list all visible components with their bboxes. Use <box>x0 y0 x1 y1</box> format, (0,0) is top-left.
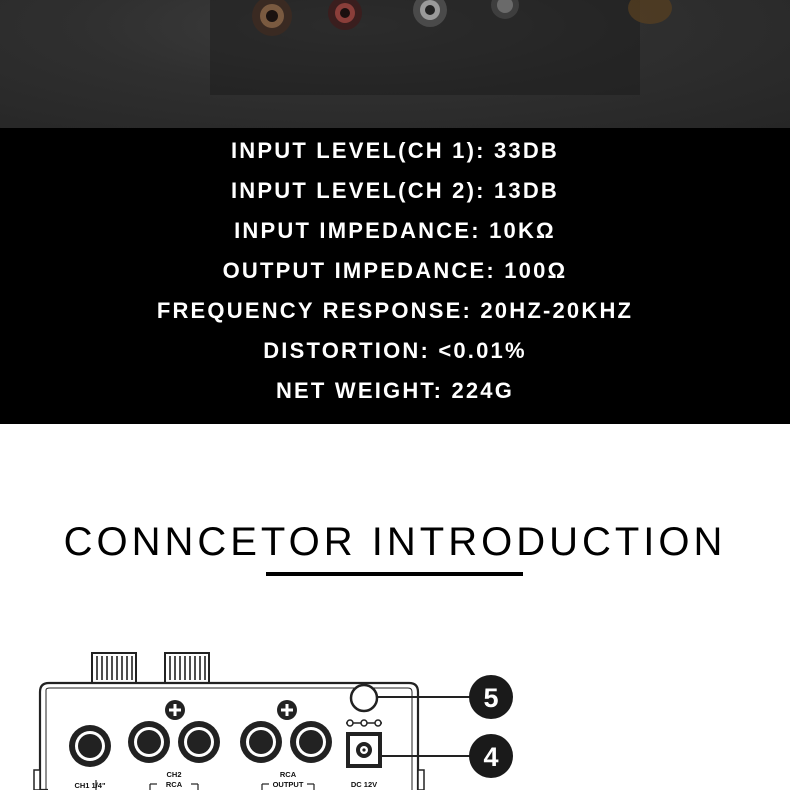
knob-left <box>91 652 137 684</box>
callout-badge-5: 5 <box>469 675 513 719</box>
callout-number: 4 <box>483 742 498 772</box>
jack-photo-2 <box>328 0 362 30</box>
spec-frequency-response: FREQUENCY RESPONSE: 20HZ-20KHZ <box>156 298 634 323</box>
knob-right <box>164 652 210 684</box>
spec-input-level-ch2: INPUT LEVEL(CH 2): 13DB <box>230 178 560 203</box>
device-body-outline <box>38 681 420 792</box>
power-led-icon <box>349 683 379 713</box>
jack-photo-4 <box>491 0 519 19</box>
dc-jack-icon <box>346 719 382 768</box>
section-title: CONNCETOR INTRODUCTION <box>63 520 727 564</box>
spec-distortion: DISTORTION: <0.01% <box>263 338 527 363</box>
callout-number: 5 <box>483 683 498 713</box>
spec-input-level-ch1: INPUT LEVEL(CH 1): 33DB <box>230 138 560 163</box>
title-underline <box>266 572 523 576</box>
device-rear-photo <box>210 0 672 95</box>
rca-output-jack-right-icon <box>290 721 332 763</box>
callout-badge-4: 4 <box>469 734 513 778</box>
ch1-jack-icon <box>69 725 111 767</box>
ch2-rca-label: RCA <box>166 780 183 789</box>
jack-photo-1 <box>252 0 292 36</box>
screw-icon <box>277 700 297 720</box>
ch1-label: CH1 1/4" <box>74 781 106 790</box>
jack-photo-3 <box>413 0 447 27</box>
spec-net-weight: NET WEIGHT: 224G <box>275 378 515 403</box>
screw-icon <box>165 700 185 720</box>
spec-output-impedance: OUTPUT IMPEDANCE: 100Ω <box>222 258 568 283</box>
product-photo <box>0 0 790 128</box>
connector-diagram-drawing: CH1 1/4" CH2 RCA RCA OUTPUT DC 12V 5 4 <box>33 652 513 792</box>
output-label: OUTPUT <box>273 780 304 789</box>
specs-panel: INPUT LEVEL(CH 1): 33DB INPUT LEVEL(CH 2… <box>0 128 790 424</box>
rca-output-jack-left-icon <box>240 721 282 763</box>
ch2-label: CH2 <box>166 770 181 779</box>
rca-label: RCA <box>280 770 297 779</box>
spec-input-impedance: INPUT IMPEDANCE: 10KΩ <box>234 218 556 243</box>
ch2-rca-jack-right-icon <box>178 721 220 763</box>
connector-diagram: CH1 1/4" CH2 RCA RCA OUTPUT DC 12V 5 4 <box>0 640 790 792</box>
ch2-rca-jack-left-icon <box>128 721 170 763</box>
dc-label: DC 12V <box>351 780 377 789</box>
